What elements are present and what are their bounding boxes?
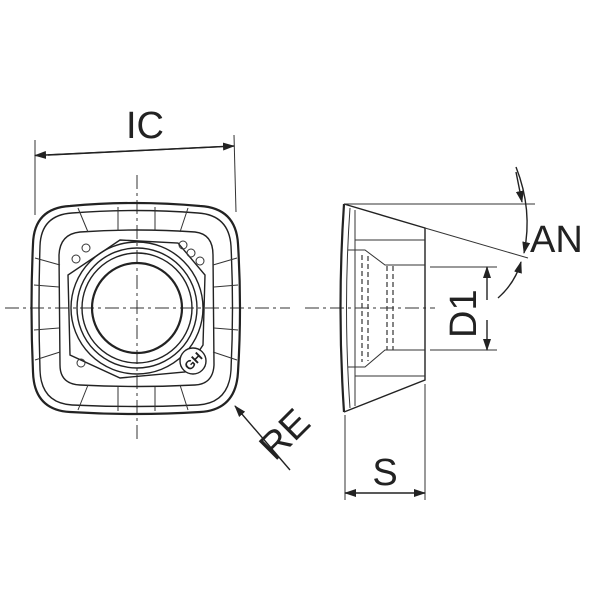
outer-ring: [70, 241, 204, 375]
s-label: S: [372, 452, 397, 494]
re-label: RE: [252, 401, 319, 468]
chip-breaker: [58, 229, 215, 388]
top-view: GH IC RE: [5, 105, 319, 471]
counterbore-ring-inner: [81, 252, 193, 364]
insert-outline: [30, 201, 242, 416]
counterbore-ring: [76, 247, 198, 369]
re-leader: [234, 405, 291, 471]
edge-dots: [71, 240, 205, 368]
facet-lines: [33, 207, 239, 411]
cutting-edge: [339, 203, 346, 413]
ic-extension-right: [233, 134, 237, 213]
an-arc-upper: [515, 166, 531, 254]
center-hole: [90, 261, 184, 355]
an-arc-lower: [497, 261, 522, 299]
gh-marking: GH: [179, 347, 207, 375]
an-label: AN: [530, 219, 583, 261]
side-view: D1 S AN: [305, 166, 583, 500]
ic-label: IC: [126, 105, 164, 147]
insert-edge: [38, 209, 234, 408]
side-outline: [343, 203, 426, 413]
hidden-bore-lines: [361, 255, 394, 362]
d1-label: D1: [443, 289, 485, 338]
